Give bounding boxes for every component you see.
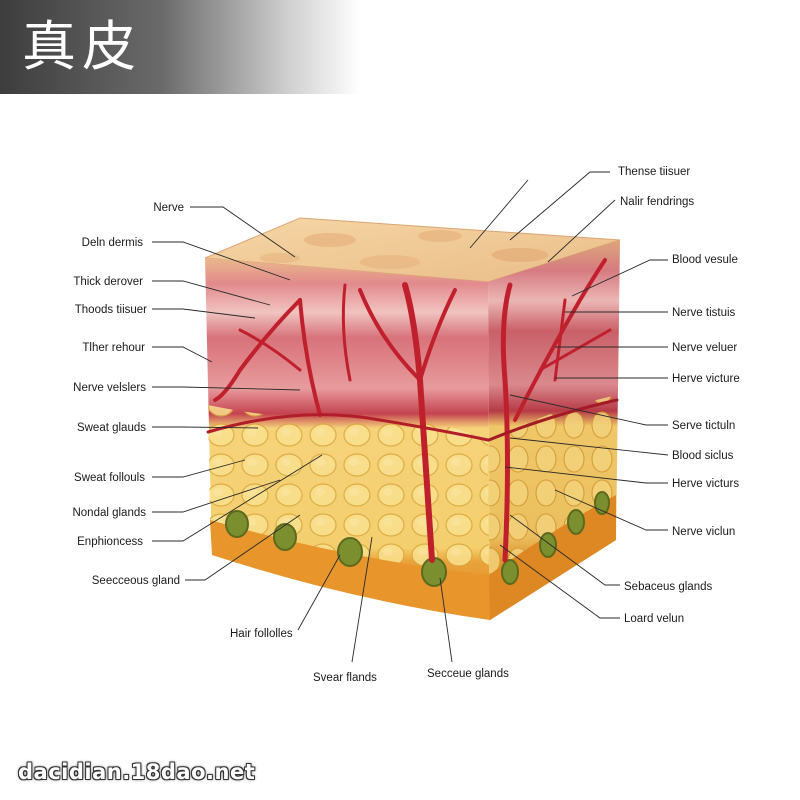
label-hair-follolles: Hair follolles	[230, 628, 293, 640]
label-sebaceus-glands: Sebaceus glands	[624, 581, 712, 593]
label-serve-tictuln: Serve tictuln	[672, 420, 735, 432]
label-secceue-glands: Secceue glands	[427, 668, 509, 680]
label-sweat-follouls: Sweat follouls	[74, 472, 145, 484]
label-nerve-velslers: Nerve velslers	[73, 382, 146, 394]
label-nondal-glands: Nondal glands	[72, 507, 146, 519]
label-nalir-fendrings: Nalir fendrings	[620, 196, 694, 208]
label-tlher-rehour: Tlher rehour	[82, 342, 145, 354]
label-loard-velun: Loard velun	[624, 613, 684, 625]
bottom-labels: Hair follolles Svear flands Secceue glan…	[230, 628, 509, 684]
label-enphioncess: Enphioncess	[77, 536, 143, 548]
label-thoods-tiisuer: Thoods tiisuer	[75, 304, 147, 316]
label-nerve-veluer: Nerve veluer	[672, 342, 737, 354]
label-sweat-glauds: Sweat glauds	[77, 422, 146, 434]
label-deln-dermis: Deln dermis	[82, 237, 144, 249]
label-nerve-tistuis: Nerve tistuis	[672, 307, 736, 319]
gland-cluster	[225, 491, 610, 587]
left-labels: Nerve Deln dermis Thick derover Thoods t…	[72, 202, 184, 587]
label-thick-derover: Thick derover	[73, 276, 143, 288]
blood-vessels	[206, 258, 619, 563]
watermark: dacidian.18dao.net	[18, 760, 256, 784]
label-nerve: Nerve	[153, 202, 184, 214]
label-blood-siclus: Blood siclus	[672, 450, 734, 462]
epidermis-top-face	[204, 217, 621, 283]
label-svear-flands: Svear flands	[313, 672, 377, 684]
label-herve-victurs: Herve victurs	[672, 478, 739, 490]
label-seecceous-gland: Seecceous gland	[92, 575, 180, 587]
label-herve-victure: Herve victure	[672, 373, 740, 385]
leader-lines	[152, 171, 669, 663]
title-banner: 真皮	[0, 0, 360, 94]
right-labels: Thense tiisuer Nalir fendrings Blood ves…	[618, 166, 740, 625]
label-thense-tiisuer: Thense tiisuer	[618, 166, 690, 178]
label-nerve-viclun: Nerve viclun	[672, 526, 735, 538]
label-blood-vesule: Blood vesule	[672, 254, 738, 266]
page-title: 真皮	[22, 15, 142, 78]
